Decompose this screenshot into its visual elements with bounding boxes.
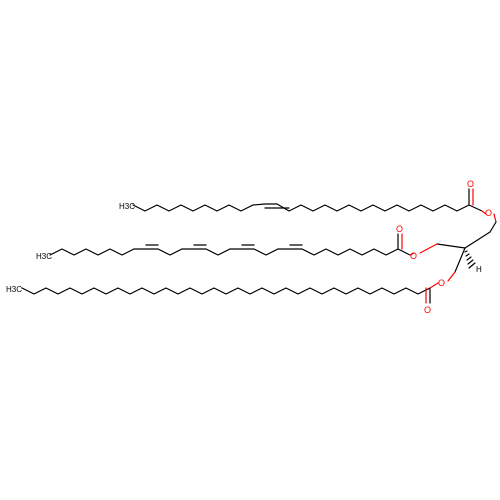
methyl-label: H3C <box>36 252 52 261</box>
ester-oxygen: O <box>438 278 445 288</box>
ester-oxygen: O <box>485 208 492 218</box>
carbonyl-oxygen: O <box>467 179 474 189</box>
carbonyl-oxygen: O <box>396 224 403 234</box>
ester-oxygen: O <box>410 251 417 261</box>
chain-bottom <box>21 282 439 304</box>
methyl-label: H3C <box>6 285 22 294</box>
glycerol-backbone <box>409 213 497 282</box>
carbonyl-oxygen: O <box>424 305 431 315</box>
chain-top <box>132 188 487 215</box>
chain-middle <box>49 233 411 256</box>
hashed-wedge <box>464 250 476 269</box>
methyl-label: H3C <box>119 202 135 211</box>
hydrogen-label: H <box>476 265 482 274</box>
atom-labels: H3C H3C H3C O O O O O O H <box>6 179 492 315</box>
